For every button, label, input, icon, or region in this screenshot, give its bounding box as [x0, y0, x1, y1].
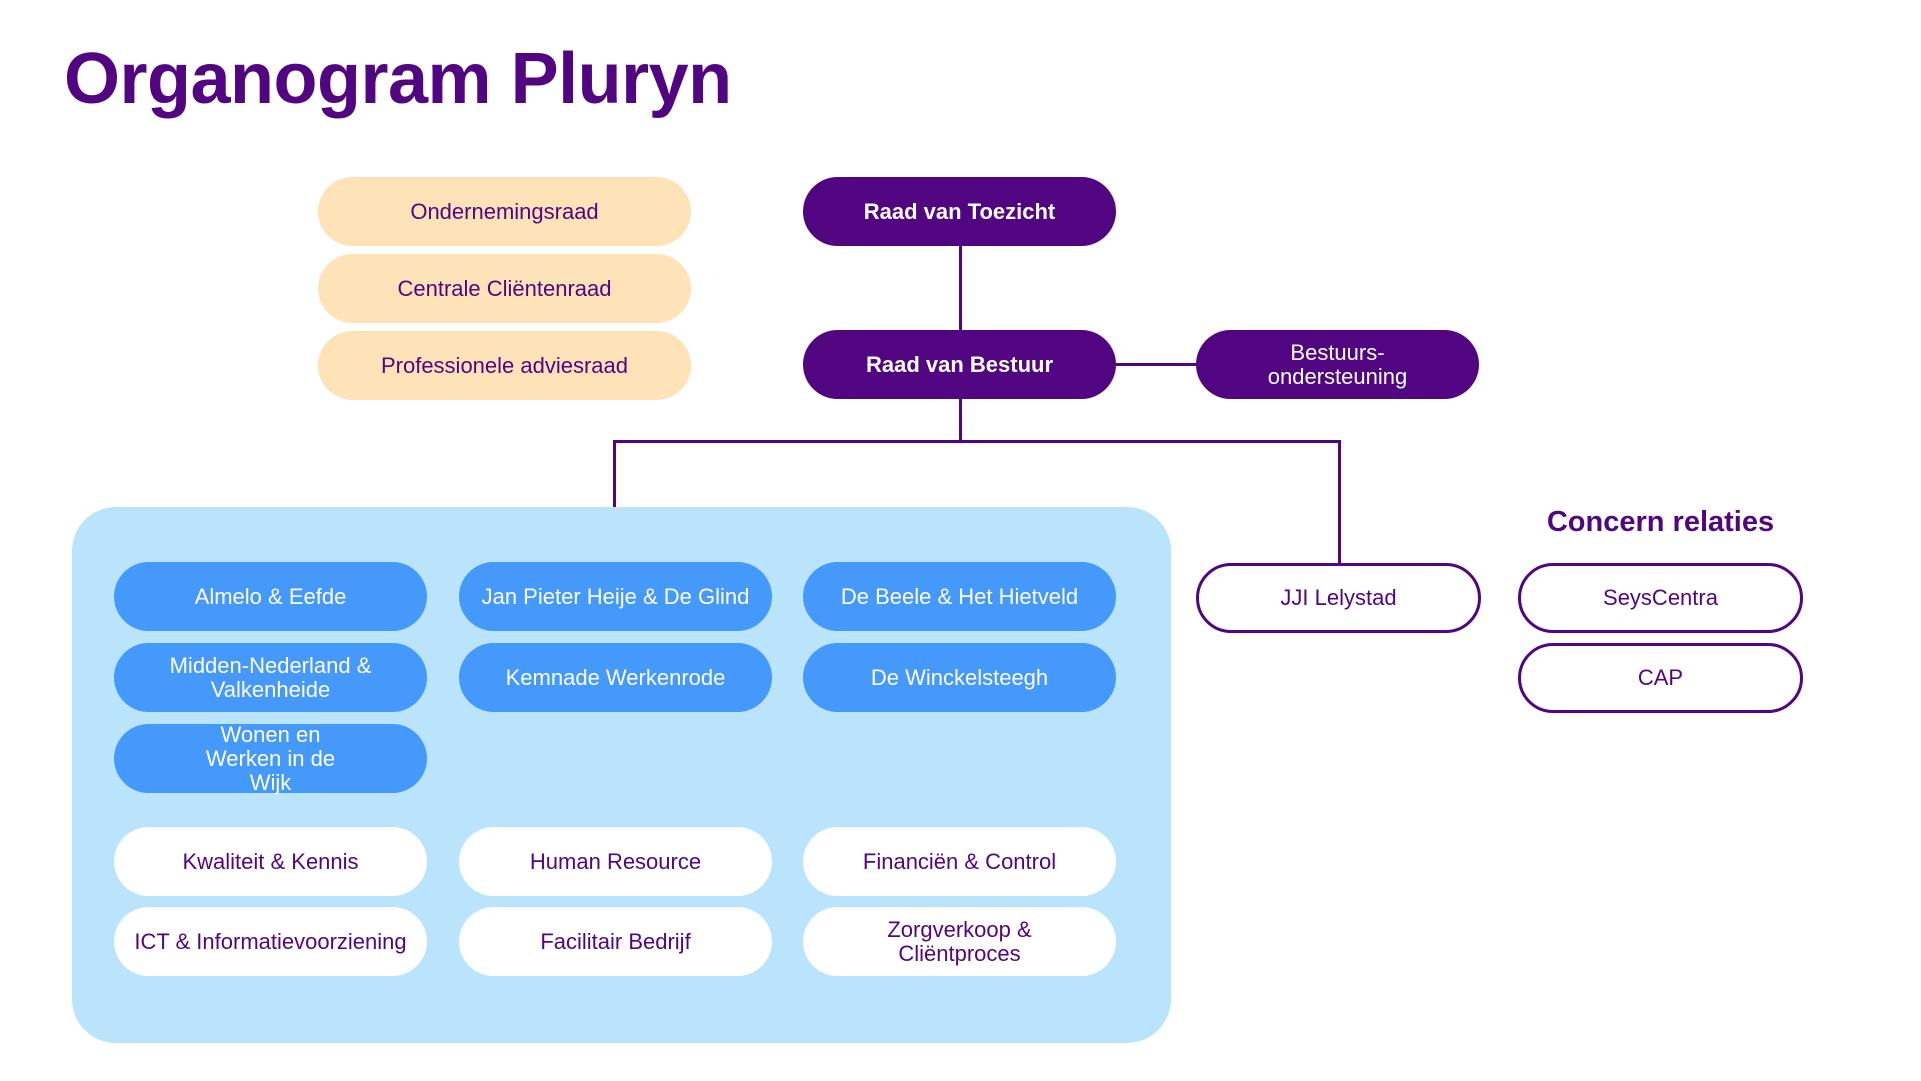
node-centrale-clientenraad[interactable]: Centrale Cliëntenraad [318, 254, 691, 323]
node-label: SeysCentra [1603, 585, 1718, 610]
node-label: Facilitair Bedrijf [540, 928, 691, 954]
node-de-winckelsteegh[interactable]: De Winckelsteegh [803, 643, 1116, 712]
node-label: JJI Lelystad [1280, 585, 1397, 610]
connector-to-jji [1338, 440, 1341, 564]
node-facilitair-bedrijf[interactable]: Facilitair Bedrijf [459, 907, 772, 976]
connector-horizontal [613, 440, 1341, 443]
connector-rvb-support [1116, 363, 1198, 366]
node-label: De Winckelsteegh [870, 664, 1049, 690]
concern-relaties-heading: Concern relaties [1546, 506, 1775, 538]
node-jan-pieter-heije[interactable]: Jan Pieter Heije & De Glind [459, 562, 772, 631]
node-label: De Beele & Het Hietveld [840, 583, 1079, 609]
node-almelo-eefde[interactable]: Almelo & Eefde [114, 562, 427, 631]
node-label: Bestuurs- ondersteuning [1267, 339, 1408, 389]
node-label: Kemnade Werkenrode [505, 664, 726, 690]
node-human-resource[interactable]: Human Resource [459, 827, 772, 896]
node-label: Midden-Nederland & Valkenheide [169, 652, 372, 702]
node-label: Raad van Toezicht [863, 198, 1056, 224]
node-professionele-adviesraad[interactable]: Professionele adviesraad [318, 331, 691, 400]
node-label: Raad van Bestuur [865, 351, 1054, 377]
node-midden-nederland[interactable]: Midden-Nederland & Valkenheide [114, 643, 427, 712]
node-kemnade-werkenrode[interactable]: Kemnade Werkenrode [459, 643, 772, 712]
node-label: ICT & Informatievoorziening [134, 928, 407, 954]
node-financien-control[interactable]: Financiën & Control [803, 827, 1116, 896]
node-label: Jan Pieter Heije & De Glind [481, 583, 750, 609]
node-label: Human Resource [529, 848, 702, 874]
node-ondernemingsraad[interactable]: Ondernemingsraad [318, 177, 691, 246]
node-label: CAP [1637, 665, 1684, 690]
node-jji-lelystad[interactable]: JJI Lelystad [1196, 563, 1481, 633]
node-cap[interactable]: CAP [1518, 643, 1803, 713]
node-zorgverkoop[interactable]: Zorgverkoop & Cliëntproces [803, 907, 1116, 976]
node-raad-van-toezicht[interactable]: Raad van Toezicht [803, 177, 1116, 246]
node-label: Financiën & Control [862, 848, 1057, 874]
connector-to-panel [613, 440, 616, 508]
node-kwaliteit-kennis[interactable]: Kwaliteit & Kennis [114, 827, 427, 896]
node-label: Wonen en Werken in de Wijk [205, 721, 336, 795]
connector-rvb-down [959, 399, 962, 441]
page-title: Organogram Pluryn [64, 39, 732, 119]
node-bestuursondersteuning[interactable]: Bestuurs- ondersteuning [1196, 330, 1479, 399]
node-label: Centrale Cliëntenraad [397, 275, 612, 301]
node-raad-van-bestuur[interactable]: Raad van Bestuur [803, 330, 1116, 399]
node-label: Professionele adviesraad [380, 352, 629, 378]
node-label: Ondernemingsraad [410, 198, 599, 224]
node-seyscentra[interactable]: SeysCentra [1518, 563, 1803, 633]
node-wonen-en-werken[interactable]: Wonen en Werken in de Wijk [114, 721, 427, 795]
node-label: Almelo & Eefde [194, 583, 347, 609]
node-label: Kwaliteit & Kennis [182, 848, 359, 874]
node-label: Zorgverkoop & Cliëntproces [887, 916, 1032, 966]
connector-rvt-rvb [959, 245, 962, 331]
node-ict[interactable]: ICT & Informatievoorziening [114, 907, 427, 976]
node-de-beele[interactable]: De Beele & Het Hietveld [803, 562, 1116, 631]
